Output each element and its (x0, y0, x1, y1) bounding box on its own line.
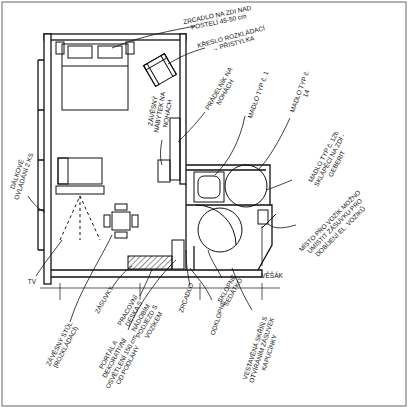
annotation: ZÁVĚSNÝ STŮL (ROZKLÁDACÍ) (42, 317, 81, 373)
leader-lines (28, 26, 296, 330)
walls (38, 34, 280, 300)
frame (2, 2, 406, 406)
annotation: VESTAVĚNÁ SKŘÍŇ S OTVÍRÁNÍM ZÁSUVEK KAPU… (240, 312, 284, 387)
annotation: ZÁVĚSNÝ NÁBYTEK NA NOHÁCH (144, 81, 176, 144)
annotation: PRÁDELNÍK NA NOHÁCH (201, 60, 244, 119)
annotation: MADLO TYP č. 14 (287, 66, 318, 118)
tv-label: TV (22, 278, 42, 285)
annotation: ZÁSUVKY (93, 284, 115, 315)
annotation: DÁLKOVÉ OVLÁDÁNÍ 2 KS (4, 147, 35, 204)
annotation: KŘESLO ROZKLÁDACÍ → PŘISTÝLKA (196, 24, 267, 57)
annotation: MADLO TYP č. 1 (246, 70, 270, 120)
annotation: VĚŠÁK (258, 272, 286, 279)
annotation: MADLO TYP č. 12b SKLÁPĚCÍ NA ZDI - GEBER… (301, 119, 358, 200)
furniture (56, 42, 276, 269)
annotation: MÍSTO PRO VOZÍK MOŽNO UMÍSTIT ZÁSUVKU PR… (295, 186, 374, 265)
annotation: ZRCADLO (176, 280, 195, 316)
annotation: PORTÁL A DEKORATIVNÍ OSVĚTLENÍ 150 cm OD… (88, 322, 147, 398)
